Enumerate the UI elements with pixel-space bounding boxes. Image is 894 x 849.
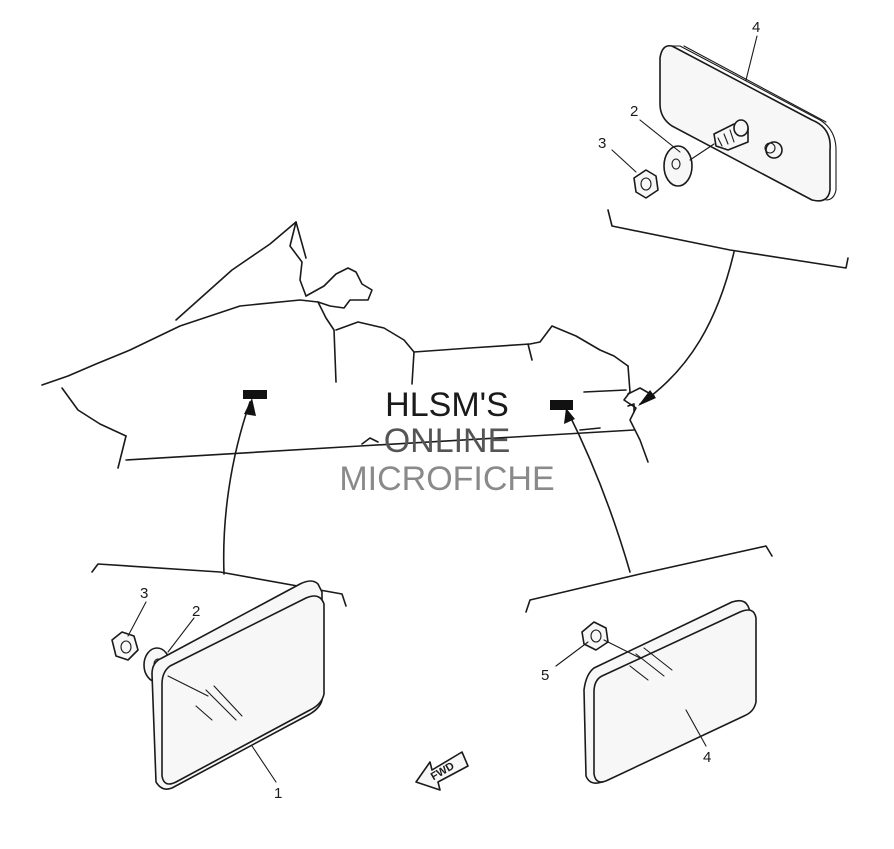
right-nut [581, 621, 609, 651]
fwd-arrow-icon: FWD [415, 751, 469, 791]
watermark-line-2: ONLINE [384, 422, 511, 460]
callout-left-nut: 3 [140, 585, 148, 602]
top-reflector [659, 44, 837, 202]
callout-top-washer: 2 [630, 103, 638, 120]
left-reflector [151, 580, 325, 790]
top-washer [663, 145, 693, 187]
left-nut [111, 631, 139, 661]
right-leader-lines [555, 639, 707, 747]
snowmobile-outline [41, 221, 655, 469]
rear-reflector-mark [550, 400, 573, 410]
watermark-line-1: HLSM'S [385, 386, 509, 424]
callout-top-nut: 3 [598, 135, 606, 152]
top-leader-lines [611, 35, 758, 173]
front-reflector-mark [243, 390, 267, 399]
right-reflector [583, 599, 757, 784]
callout-left-reflector: 1 [274, 785, 282, 802]
callout-top-reflector: 4 [752, 19, 760, 36]
callout-right-nut: 5 [541, 667, 549, 684]
callout-right-reflector: 4 [703, 749, 711, 766]
watermark-line-3: MICROFICHE [339, 460, 554, 498]
callout-left-washer: 2 [192, 603, 200, 620]
watermark: HLSM'S ONLINE MICROFICHE [339, 386, 554, 498]
detail-brackets [91, 209, 849, 613]
left-leader-lines [127, 601, 277, 783]
top-nut [633, 169, 659, 199]
leader-arrows [222, 251, 735, 575]
